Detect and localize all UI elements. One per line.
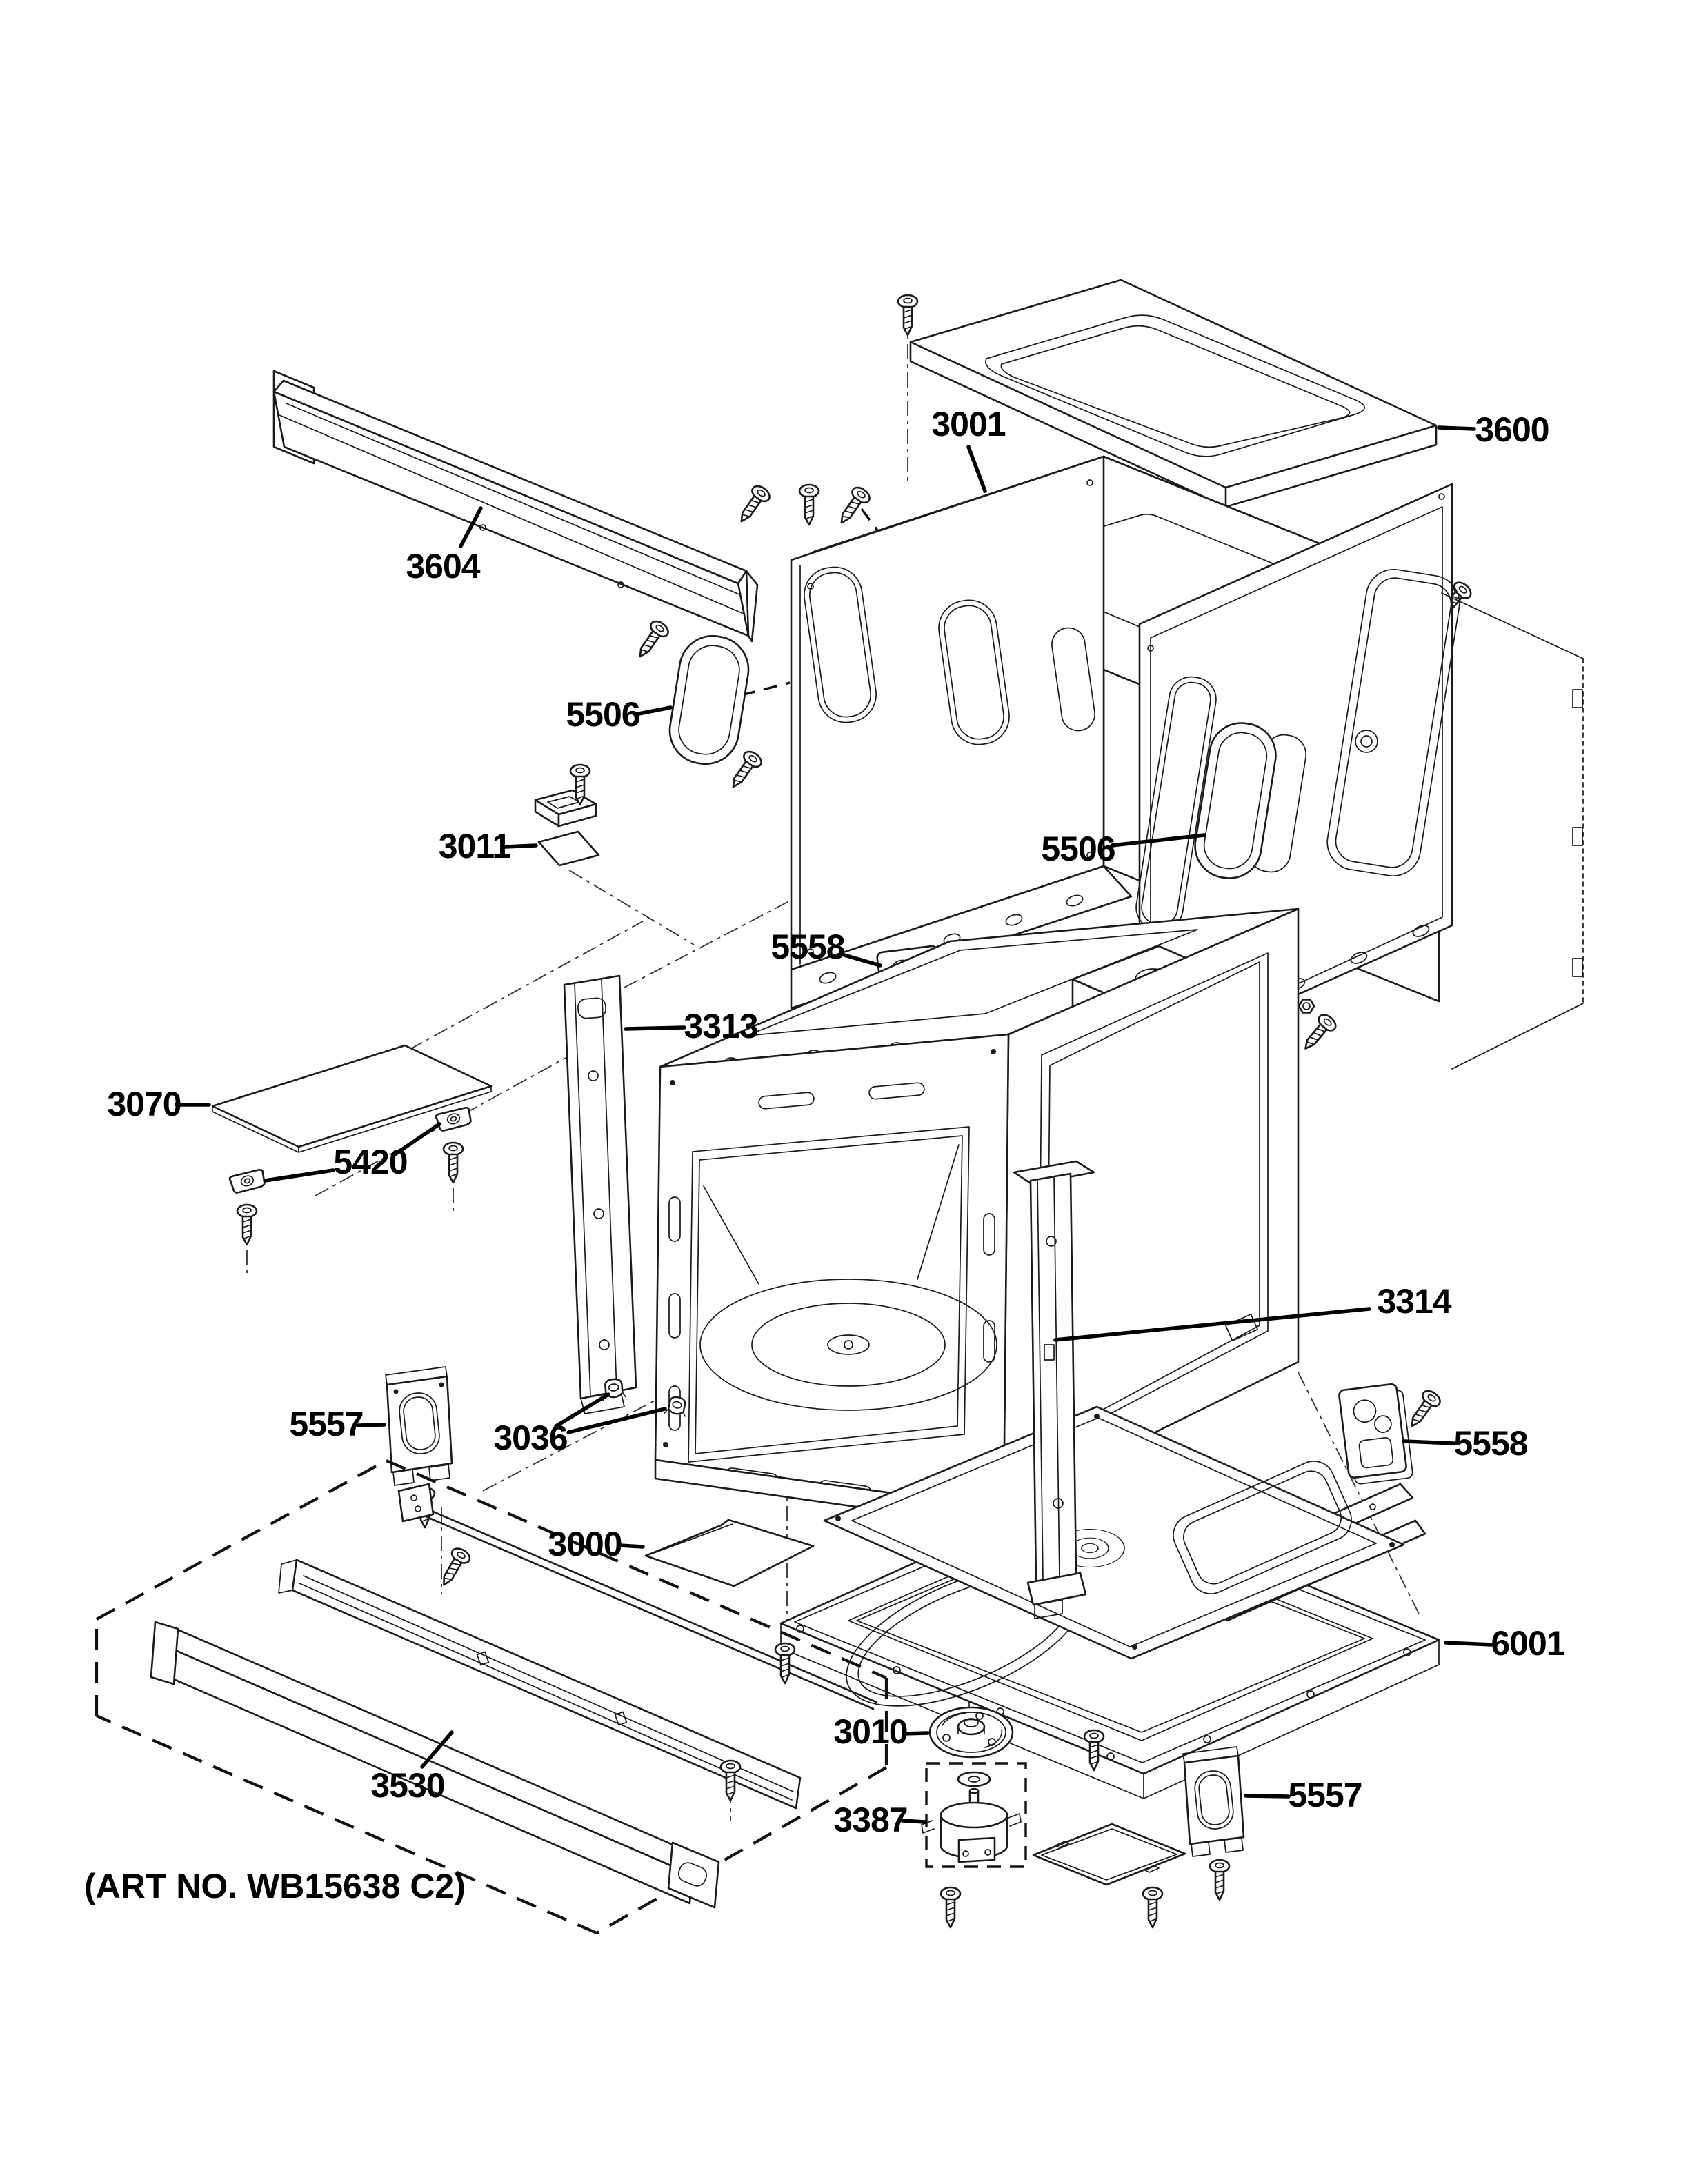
part-label-5557-right: 5557	[1288, 1776, 1362, 1814]
part-bottom-cover-plate	[1032, 1823, 1186, 1886]
part-label-5558-center: 5558	[771, 928, 844, 966]
part-label-5506-left: 5506	[566, 695, 639, 734]
part-top-cover-3600	[909, 279, 1438, 508]
part-label-5420: 5420	[333, 1143, 407, 1181]
part-bracket-5557-left	[385, 1366, 453, 1486]
part-label-5558-right: 5558	[1453, 1424, 1527, 1463]
part-cavity	[654, 908, 1300, 1529]
part-cover-5558-right	[1338, 1383, 1413, 1485]
part-label-3000: 3000	[548, 1525, 622, 1563]
part-label-3530: 3530	[370, 1766, 444, 1805]
part-bracket-5557-right	[1182, 1746, 1245, 1857]
part-label-3011: 3011	[439, 827, 511, 865]
part-label-5557-left: 5557	[289, 1405, 363, 1443]
part-motor-3387-group	[921, 1762, 1027, 1868]
part-divider-3314	[1013, 1160, 1095, 1619]
part-label-3010: 3010	[833, 1712, 907, 1751]
part-label-3604: 3604	[406, 547, 480, 585]
part-support-3011	[534, 789, 600, 867]
part-plate-3000	[644, 1519, 815, 1587]
leader-lines	[175, 425, 1493, 1824]
part-label-6001: 6001	[1491, 1624, 1564, 1663]
art-number: (ART NO. WB15638 C2)	[84, 1867, 466, 1905]
part-label-3036: 3036	[493, 1419, 567, 1457]
part-rail-3604	[272, 370, 759, 643]
part-gasket-5506-center	[1194, 722, 1277, 879]
part-gasket-5506-left	[668, 634, 750, 765]
part-label-3314: 3314	[1377, 1282, 1451, 1321]
part-labels: 3001 3600 3604 5506 3011 5506 5558 3313 …	[107, 405, 1565, 1839]
part-coupler-3010	[928, 1706, 1014, 1759]
part-label-5506-center: 5506	[1041, 830, 1115, 868]
part-label-3387: 3387	[833, 1801, 907, 1839]
part-channel-3313	[563, 974, 637, 1414]
part-label-3001: 3001	[931, 405, 1005, 443]
part-sheet-3070	[211, 1044, 493, 1153]
part-label-3313: 3313	[684, 1007, 757, 1045]
part-cavity-floor-plate	[823, 1405, 1405, 1660]
part-label-3600: 3600	[1475, 410, 1549, 449]
part-label-3070: 3070	[107, 1085, 181, 1123]
